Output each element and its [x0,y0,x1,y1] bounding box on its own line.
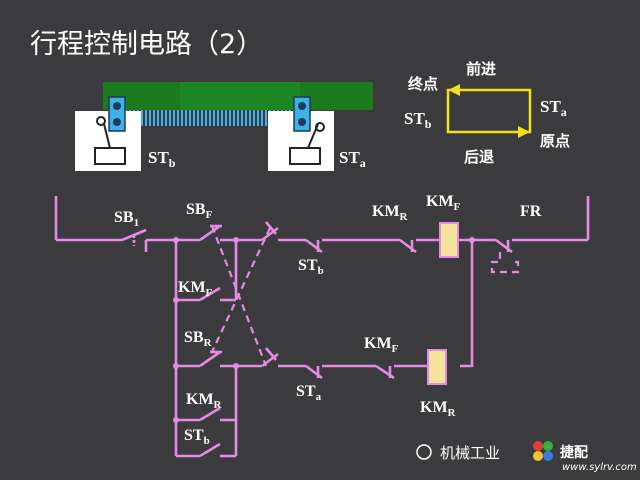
direction-diagram: 前进 终点 后退 原点 STb STa [404,60,570,166]
watermark-text: 机械工业 [440,444,501,462]
direction-loop [446,88,532,134]
kmr-hold-contact [199,406,221,422]
origin-label: 原点 [540,132,570,150]
sb1-label: SB1 [114,209,139,229]
fr-label: FR [520,203,542,220]
kmr-hold-label: KMR [186,391,223,411]
kmf-coil [439,222,459,258]
arrow-right [518,126,530,138]
sbf-label: SBF [186,201,213,221]
sta-low-label: STa [296,383,322,403]
stb-top-contact [261,226,279,242]
sta-low-contact [305,364,323,380]
limit-switch-stb-box [75,96,141,171]
stb-mid-contact [305,238,323,254]
forward-label: 前进 [466,60,496,78]
backward-label: 后退 [464,148,494,166]
kmf-coil-label: KMF [426,193,461,213]
stb-mid-label: STb [298,257,324,277]
sta-table-label: STa [339,148,366,170]
stb-low-label: STb [184,427,210,447]
kmf-hold-label: KMF [178,279,213,299]
watermark-logo [416,441,553,461]
page-title: 行程控制电路（2） [30,29,264,60]
stb-direction-label: STb [404,109,432,131]
end-point-label: 终点 [408,75,438,93]
limit-switch-sta-box [268,96,334,171]
stb-table-label: STb [148,148,176,170]
fr-contact [495,238,513,254]
kmf-interlock-label: KMF [364,335,399,355]
sta-direction-label: STa [540,97,567,119]
kmr-coil [427,349,447,385]
stb-low-contact [199,442,221,458]
watermark-site: www.sylrv.com [562,462,637,473]
watermark-brand: 捷配 [560,445,588,461]
kmf-hold-contact [199,286,221,302]
arrow-left [448,84,460,96]
kmr-coil-label: KMR [420,399,457,419]
control-circuit: SB1 SBF KMR KMF FR STb KMF SBR KMF STa K… [54,193,590,458]
kmr-top-label: KMR [372,203,409,223]
kmr-interlock-top [399,238,417,254]
sbr-label: SBR [184,329,213,349]
sbf-contact [199,224,221,242]
worktable-illustration: STb STa [75,82,373,171]
sbr-contact [199,350,221,368]
